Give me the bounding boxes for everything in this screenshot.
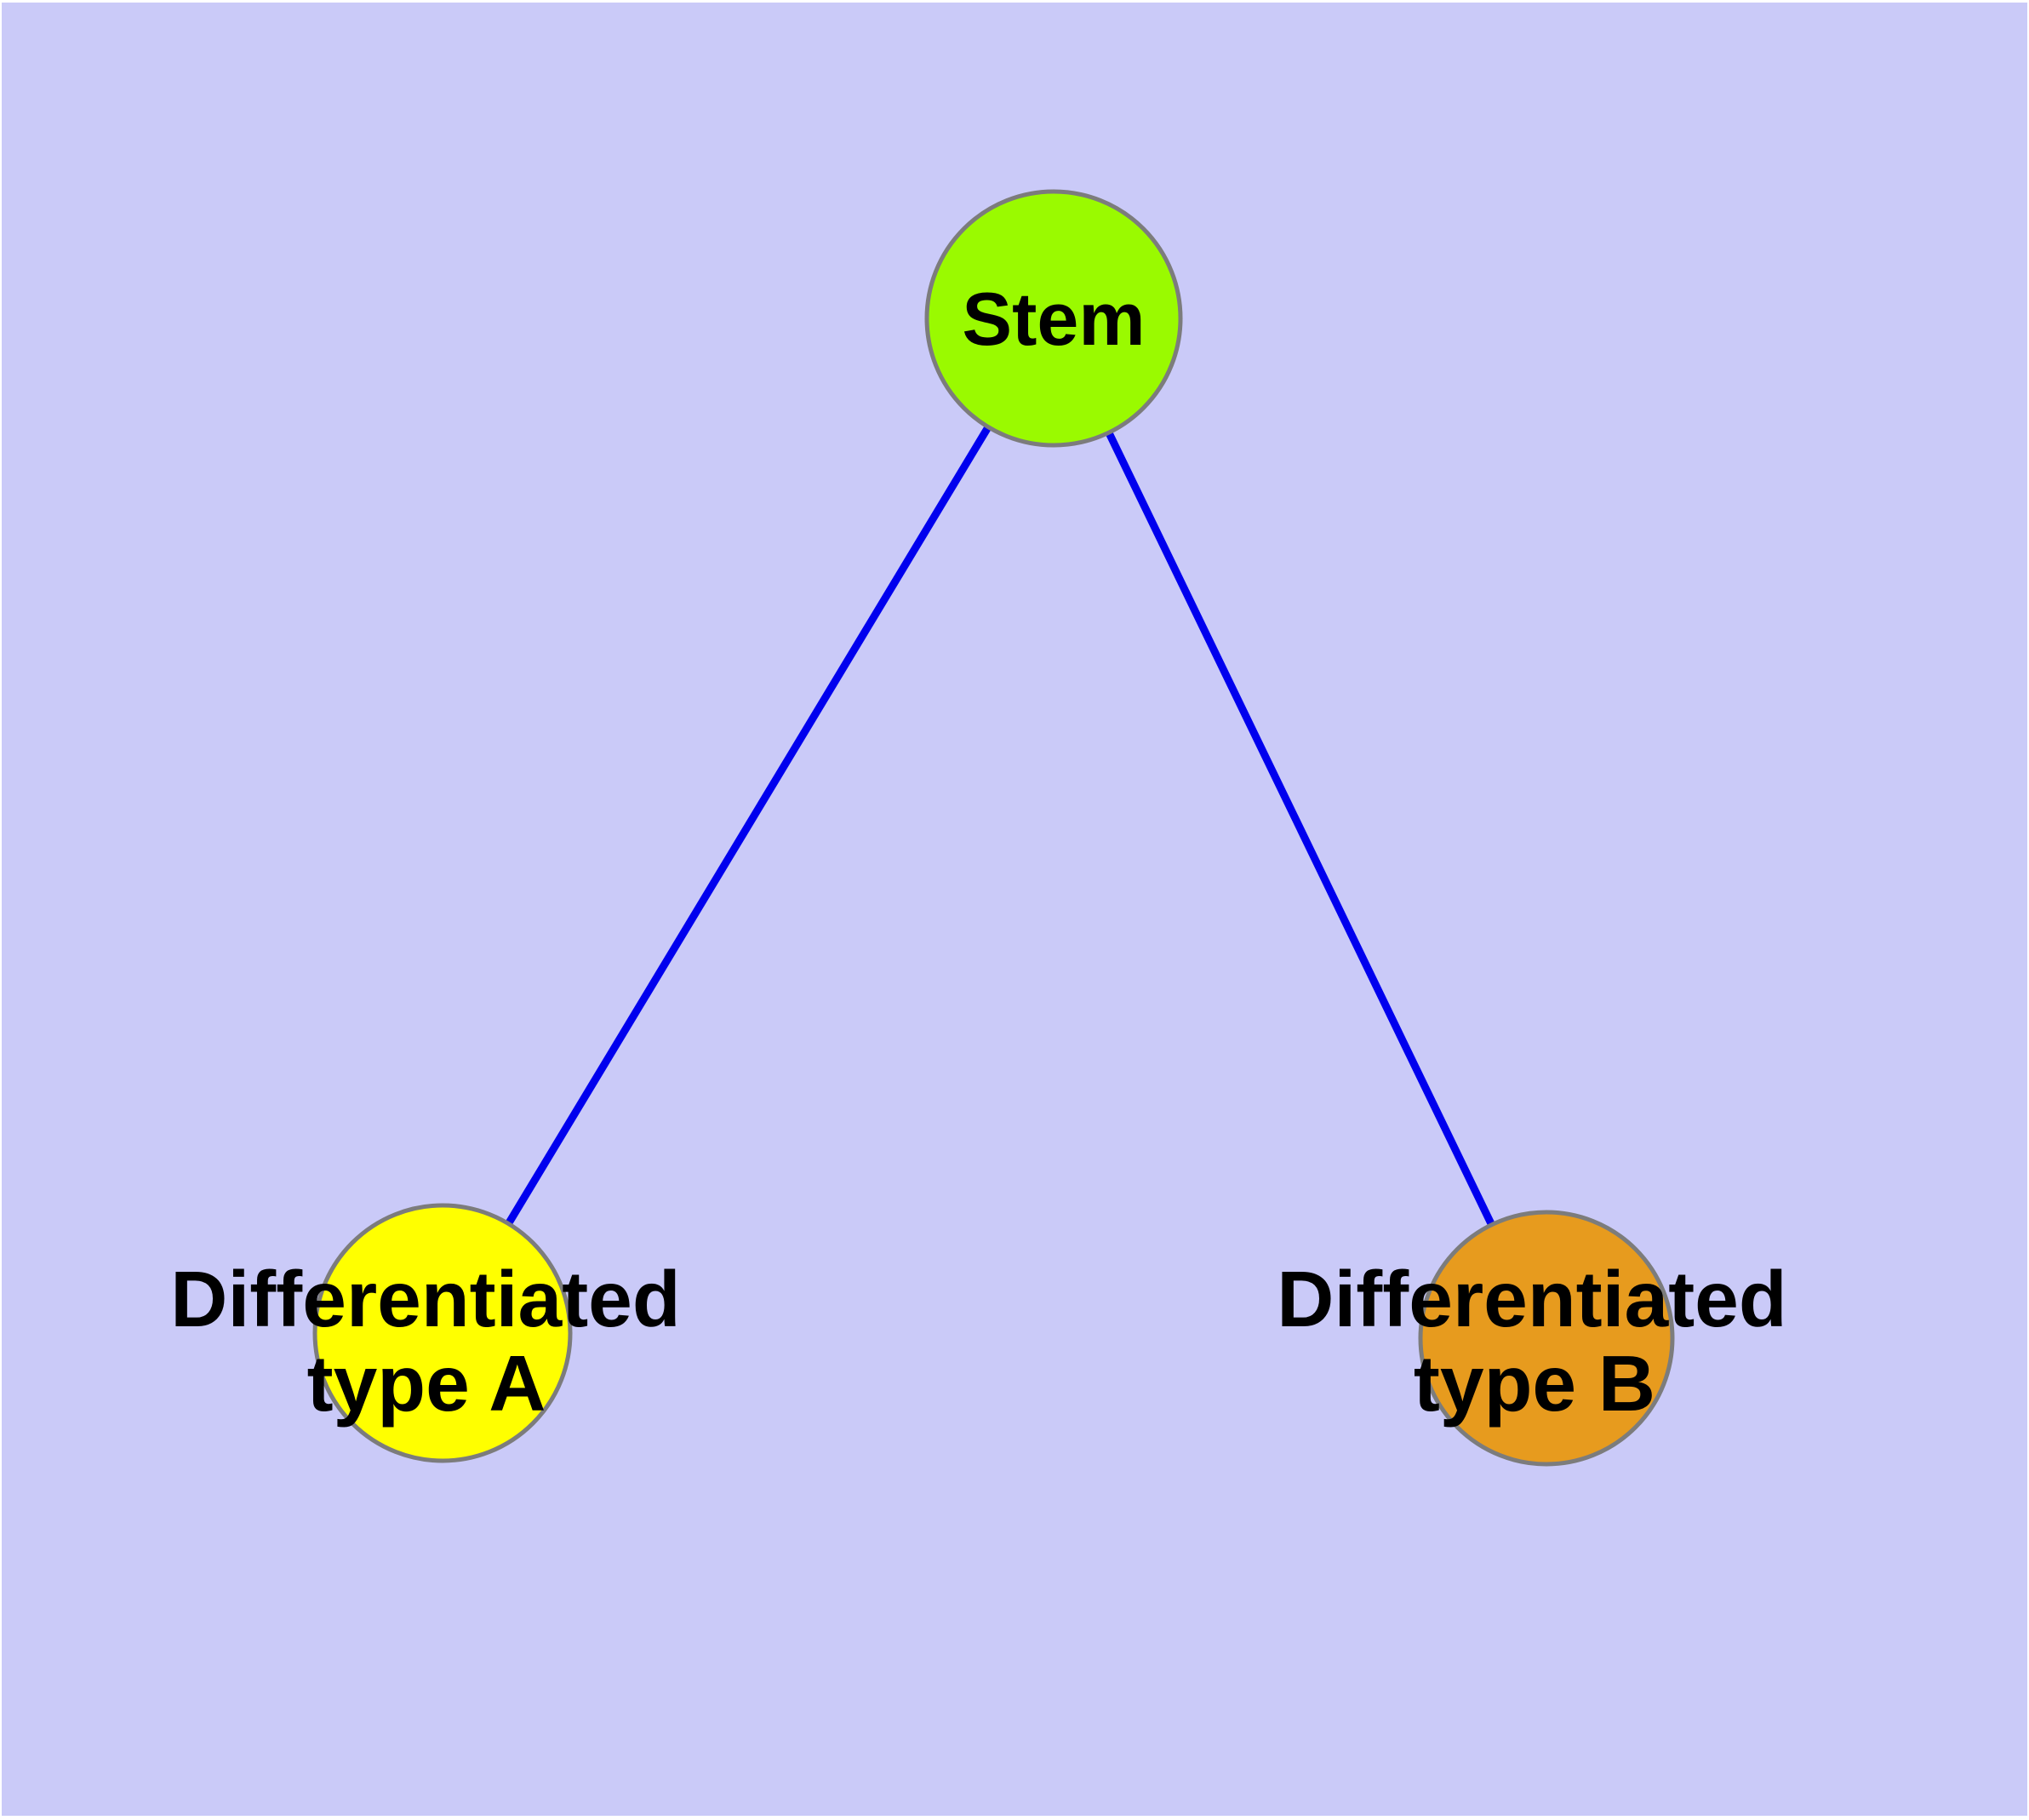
edge-stem-to-type-b xyxy=(1049,317,1551,1340)
node-type-a-label-line2: type A xyxy=(307,1339,546,1428)
node-stem xyxy=(924,189,1183,448)
node-type-b-label-line1: Differentiated xyxy=(1277,1255,1786,1343)
edge-layer xyxy=(439,316,1551,1340)
edge-stem-to-type-a xyxy=(439,316,1057,1336)
node-differentiated-type-b xyxy=(1418,1210,1675,1467)
node-type-b-label-line2: type B xyxy=(1414,1339,1655,1428)
node-stem-label: Stem xyxy=(962,277,1145,361)
node-layer xyxy=(312,189,1675,1467)
label-layer: Stem Differentiated type A Differentiate… xyxy=(170,277,1786,1428)
node-type-a-label-line1: Differentiated xyxy=(170,1255,680,1343)
node-differentiated-type-a xyxy=(312,1203,573,1463)
